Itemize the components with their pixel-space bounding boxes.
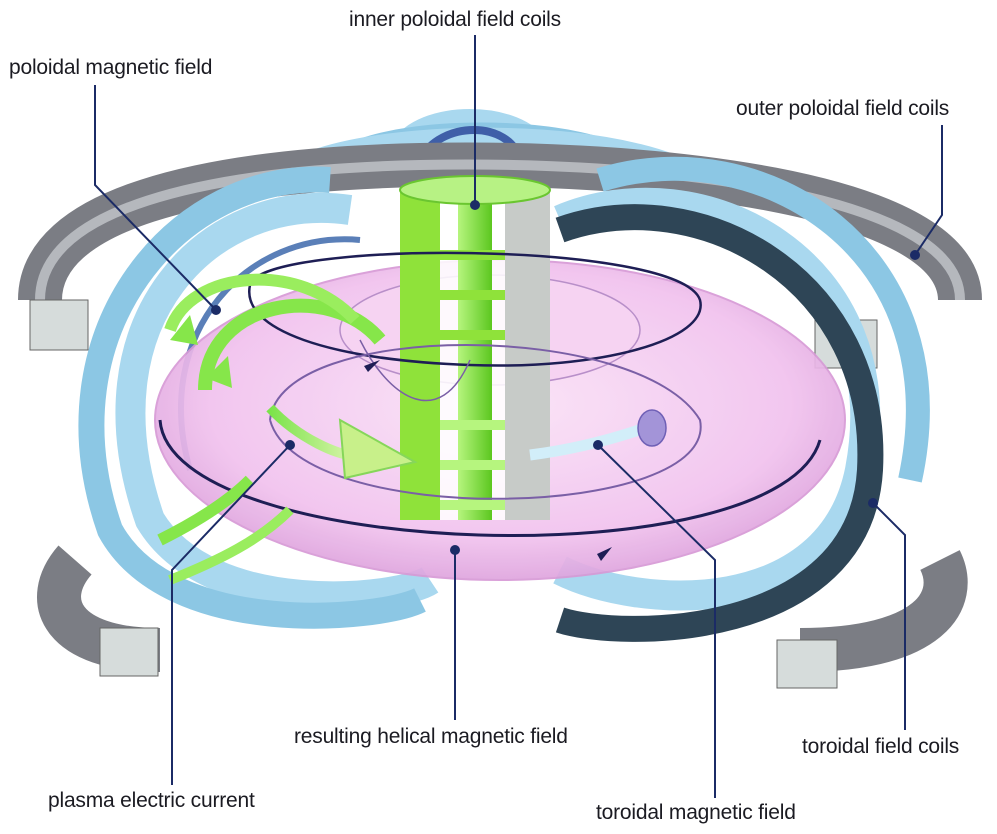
inner-poloidal-field-coils — [399, 175, 551, 520]
leader-lines — [94, 35, 943, 798]
leader-plasma-current — [171, 444, 291, 785]
toroidal-field-coils-right — [553, 156, 930, 642]
toroidal-field-lines — [158, 251, 822, 561]
label-inner-poloidal-field-coils: inner poloidal field coils — [349, 8, 561, 31]
leader-toroidal-field — [597, 444, 716, 798]
label-poloidal-magnetic-field: poloidal magnetic field — [9, 56, 213, 79]
leader-outer-poloidal — [914, 125, 943, 256]
plasma-current-arrow — [266, 404, 418, 480]
leader-poloidal-magnetic — [94, 85, 217, 311]
poloidal-field-arrows — [157, 273, 386, 585]
toroidal-field-arrow — [529, 409, 667, 461]
label-resulting-helical-magnetic-field: resulting helical magnetic field — [294, 725, 568, 748]
outer-poloidal-field-coils — [18, 142, 982, 689]
leader-toroidal-coils — [872, 502, 906, 730]
label-plasma-electric-current: plasma electric current — [48, 789, 255, 812]
label-toroidal-field-coils: toroidal field coils — [802, 735, 960, 758]
leader-dots — [211, 200, 920, 555]
label-toroidal-magnetic-field: toroidal magnetic field — [596, 801, 796, 824]
label-outer-poloidal-field-coils: outer poloidal field coils — [736, 97, 950, 120]
